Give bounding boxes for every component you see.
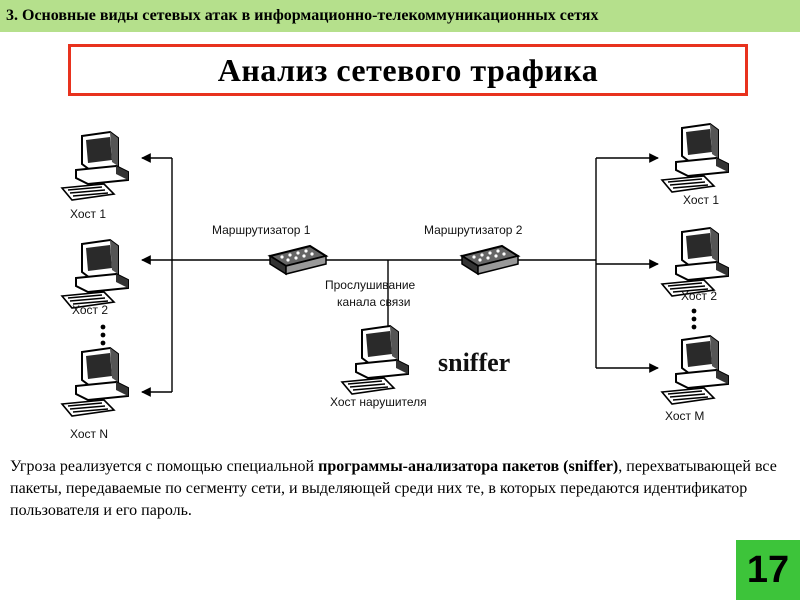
right-host-m-label: Хост M: [665, 409, 704, 423]
page-number-badge: 17: [736, 540, 800, 600]
sniff-label-line2: канала связи: [337, 295, 410, 309]
computer-icon: [661, 123, 729, 193]
router-icon: [269, 245, 327, 275]
left-host-1-label: Хост 1: [70, 207, 106, 221]
router-1-label: Маршрутизатор 1: [212, 223, 311, 237]
left-bus: [141, 153, 173, 397]
description: Угроза реализуется с помощью специальной…: [10, 456, 780, 522]
network-diagram: Хост 1 Хост 2 Хост N Хост 1 Хост 2 Хост …: [61, 123, 729, 441]
router-icon: [461, 245, 519, 275]
right-host-1-label: Хост 1: [683, 193, 719, 207]
description-part2: , перехватывающей все пакеты, передаваем…: [10, 458, 777, 519]
sniff-label-line1: Прослушивание: [325, 278, 416, 292]
computer-icon: [341, 325, 409, 395]
computer-icon: [61, 131, 129, 201]
left-host-n-label: Хост N: [70, 427, 108, 441]
ellipsis-left: [100, 324, 106, 346]
slide-title: Анализ сетевого трафика: [217, 51, 599, 88]
ellipsis-right: [691, 308, 697, 330]
computer-icon: [61, 239, 129, 309]
title-box: Анализ сетевого трафика: [68, 44, 748, 96]
right-host-2-label: Хост 2: [681, 289, 717, 303]
computer-icon: [661, 335, 729, 405]
description-bold: программы-анализатора пакетов (sniffer): [318, 458, 619, 475]
computer-icon: [61, 347, 129, 417]
description-part1: Угроза реализуется с помощью специальной: [10, 458, 319, 475]
router-2-label: Маршрутизатор 2: [424, 223, 523, 237]
right-bus: [595, 153, 659, 373]
attacker-host-label: Хост нарушителя: [330, 395, 427, 409]
left-host-2-label: Хост 2: [72, 303, 108, 317]
page-number: 17: [746, 548, 790, 591]
header-text: 3. Основные виды сетевых атак в информац…: [6, 7, 599, 24]
slide-header: 3. Основные виды сетевых атак в информац…: [0, 0, 800, 32]
computer-icon: [661, 227, 729, 297]
sniffer-label: sniffer: [438, 348, 510, 377]
